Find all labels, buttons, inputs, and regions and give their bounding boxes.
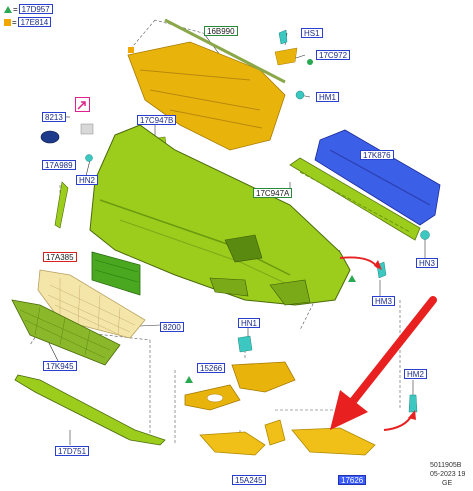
part-label-17d751[interactable]: 17D751 [55, 446, 90, 456]
legend-row-1: =17D957 [4, 4, 53, 14]
reference-region: GE [442, 480, 453, 487]
part-label-17626-selected[interactable]: 17626 [338, 475, 367, 485]
license-plate-bracket-shape [91, 251, 141, 296]
legend-row-2: =17E814 [4, 17, 52, 27]
bumper-beam-shape [314, 129, 441, 226]
part-label-17c972[interactable]: 17C972 [316, 50, 351, 60]
trim-strip-shape [164, 18, 286, 84]
hm1-clip-shape [295, 90, 305, 100]
part-label-hn2[interactable]: HN2 [76, 175, 99, 185]
lower-lip-shape [14, 374, 166, 446]
part-label-hm2[interactable]: HM2 [404, 369, 427, 379]
orange-square-marker [128, 47, 134, 53]
side-strip-shape [54, 181, 69, 229]
fog-bezel-upper-shape [231, 361, 296, 393]
hs1-fastener-shape [278, 29, 288, 45]
legend-code-1[interactable]: 17D957 [18, 4, 53, 14]
part-label-8213[interactable]: 8213 [42, 112, 66, 122]
part-label-17k876[interactable]: 17K876 [360, 150, 394, 160]
part-label-hn1[interactable]: HN1 [238, 318, 261, 328]
legend-code-2[interactable]: 17E814 [17, 17, 52, 27]
red-curved-arrow-bottom [383, 414, 413, 431]
orange-square-icon [4, 19, 11, 27]
reference-code: 5011905B [430, 462, 462, 469]
part-label-17k945[interactable]: 17K945 [43, 361, 77, 371]
part-label-17a989[interactable]: 17A989 [42, 160, 76, 170]
bumper-cover-shape [89, 124, 351, 306]
image-link-icon[interactable] [75, 97, 90, 112]
hm2-fastener-shape [408, 394, 418, 413]
part-label-hm3[interactable]: HM3 [372, 296, 395, 306]
part-label-17c947b[interactable]: 17C947B [137, 115, 177, 125]
part-label-hs1[interactable]: HS1 [301, 28, 323, 38]
part-label-hm1[interactable]: HM1 [316, 92, 339, 102]
reference-date: 05-2023 19 [430, 471, 466, 478]
part-label-17c947a[interactable]: 17C947A [253, 188, 293, 198]
fog-surround-left-shape [199, 431, 266, 456]
ford-badge-shape [40, 130, 60, 144]
part-label-17a385[interactable]: 17A385 [43, 252, 77, 262]
hn1-fastener-shape [237, 335, 253, 353]
big-red-arrow [330, 296, 437, 430]
upper-reinforcement-shape [127, 41, 286, 151]
part-label-hn3[interactable]: HN3 [416, 258, 439, 268]
part-label-15a245[interactable]: 15A245 [232, 475, 266, 485]
lower-grille-shape [11, 299, 121, 366]
hn3-clip-shape [420, 230, 430, 240]
part-label-8200[interactable]: 8200 [160, 322, 184, 332]
green-triangle-icon [4, 6, 12, 14]
part-label-15266[interactable]: 15266 [197, 363, 226, 373]
fog-surround-right-shape [291, 427, 376, 456]
part-label-16b990[interactable]: 16B990 [204, 26, 238, 36]
